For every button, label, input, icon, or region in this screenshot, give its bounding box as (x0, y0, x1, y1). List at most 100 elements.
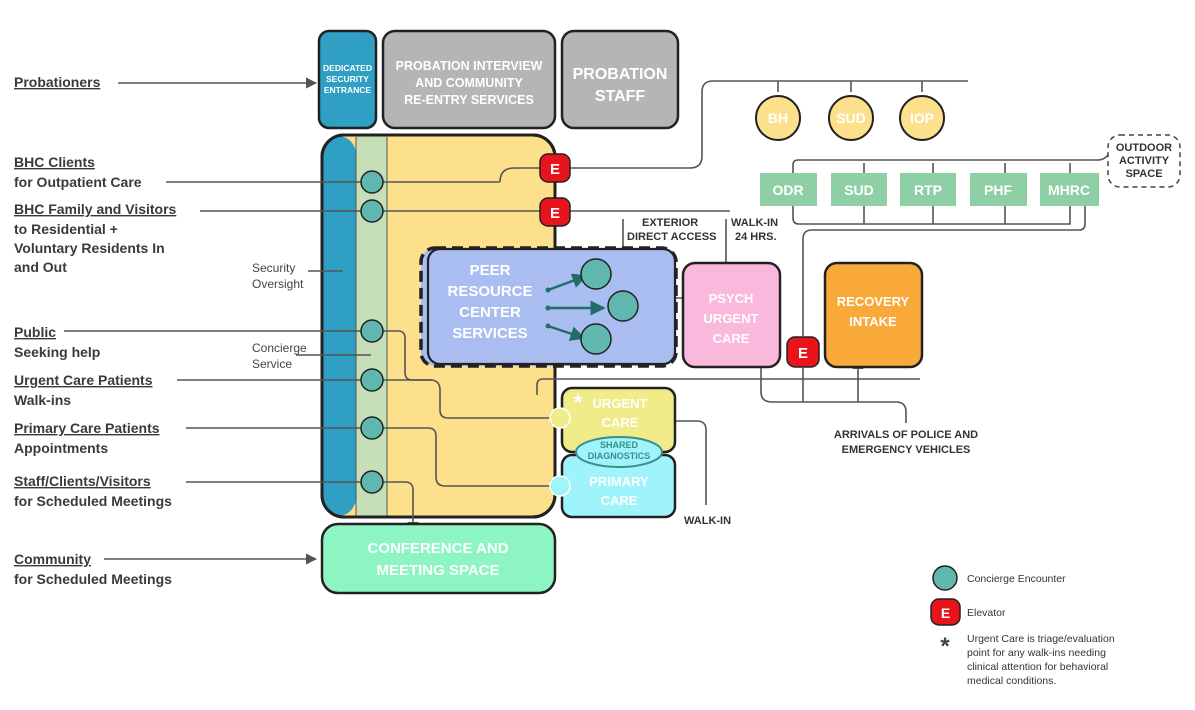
peer-label-3: CENTER (459, 304, 521, 321)
legend-asterisk-icon: * (940, 633, 950, 660)
peer-label-1: PEER (470, 262, 511, 279)
legend-elevator-icon (930, 598, 961, 626)
urgent-patients-sub: Walk-ins (14, 392, 71, 408)
elevator-3: E (786, 336, 820, 368)
elevator-1: E (539, 153, 571, 183)
walk-in-24-label-1: WALK-IN (731, 217, 778, 229)
security-entrance-box: DEDICATED SECURITY ENTRANCE (317, 29, 378, 130)
bhc-family-sub-1: to Residential + (14, 221, 118, 237)
outdoor-label-1: OUTDOOR (1116, 142, 1172, 154)
outdoor-activity-space: OUTDOOR ACTIVITY SPACE (1107, 134, 1181, 188)
sud-box-label: SUD (844, 182, 874, 198)
legend: Concierge Encounter E Elevator * Urgent … (930, 565, 1115, 687)
arrivals-label-1: ARRIVALS OF POLICE AND (834, 429, 978, 441)
green-box-phf: PHF (970, 173, 1027, 206)
legend-note-2: point for any walk-ins needing (967, 647, 1106, 659)
concierge-circles (360, 170, 384, 494)
odr-label: ODR (772, 182, 803, 198)
conference-label-1: CONFERENCE AND (367, 540, 508, 557)
staff-label: Staff/Clients/Visitors (14, 473, 151, 489)
psych-urgent-care-box: PSYCH URGENT CARE (681, 261, 782, 369)
outdoor-label-3: SPACE (1125, 168, 1162, 180)
elevator-2: E (539, 197, 571, 227)
bhc-family-sub-2: Voluntary Residents In (14, 240, 165, 256)
shared-label-2: DIAGNOSTICS (588, 451, 651, 461)
conference-label-2: MEETING SPACE (376, 562, 499, 579)
primary-label-1: PRIMARY (589, 474, 649, 489)
sud-circle: SUD (828, 95, 874, 141)
probation-staff-label-2: STAFF (595, 88, 646, 105)
probation-staff-label-1: PROBATION (573, 66, 668, 83)
walk-in-label: WALK-IN (684, 515, 731, 527)
legend-concierge-icon (932, 565, 958, 591)
probation-staff-box: PROBATION STAFF (560, 29, 680, 130)
legend-note-4: medical conditions. (967, 675, 1056, 687)
community-sub: for Scheduled Meetings (14, 571, 172, 587)
staff-sub: for Scheduled Meetings (14, 493, 172, 509)
recovery-intake-box: RECOVERY INTAKE (823, 261, 924, 369)
rtp-label: RTP (914, 182, 942, 198)
primary-care-box: PRIMARY CARE (560, 453, 677, 519)
primary-patients-label: Primary Care Patients (14, 420, 160, 436)
urgent-door-marker (549, 407, 571, 429)
concierge-label-2: Service (252, 357, 292, 371)
peer-resource-center: PEER RESOURCE CENTER SERVICES (419, 246, 678, 368)
security-entrance-label-1: DEDICATED (323, 63, 372, 73)
concierge-label-1: Concierge (252, 341, 307, 355)
mhrc-label: MHRC (1048, 182, 1090, 198)
urgent-asterisk: * (574, 390, 583, 415)
left-labels: Probationers BHC Clients for Outpatient … (14, 74, 177, 587)
green-box-rtp: RTP (900, 173, 956, 206)
elevator-1-letter: E (550, 161, 560, 178)
elevator-3-letter: E (798, 345, 808, 362)
primary-patients-sub: Appointments (14, 440, 108, 456)
shared-diagnostics: SHARED DIAGNOSTICS (575, 436, 663, 468)
green-box-odr: ODR (760, 173, 817, 206)
community-label: Community (14, 551, 91, 567)
primary-door-marker (549, 475, 571, 497)
iop-circle: IOP (899, 95, 945, 141)
primary-label-2: CARE (601, 493, 638, 508)
probationers-label: Probationers (14, 74, 101, 90)
urgent-care-box: URGENT CARE * (560, 386, 677, 454)
urgent-patients-label: Urgent Care Patients (14, 372, 153, 388)
security-entrance-label-2: SECURITY (326, 74, 369, 84)
peer-label-4: SERVICES (452, 325, 528, 342)
bhc-family-label: BHC Family and Visitors (14, 201, 177, 217)
outdoor-label-2: ACTIVITY (1119, 155, 1170, 167)
legend-concierge-text: Concierge Encounter (967, 573, 1066, 585)
shared-label-1: SHARED (600, 440, 639, 450)
bhc-family-sub-3: and Out (14, 259, 67, 275)
green-box-sud: SUD (831, 173, 887, 206)
psych-label-2: URGENT (704, 311, 759, 326)
conference-box: CONFERENCE AND MEETING SPACE (320, 522, 557, 595)
walk-in-24-label-2: 24 HRS. (735, 231, 777, 243)
bhc-clients-label: BHC Clients (14, 154, 95, 170)
urgent-label-1: URGENT (593, 396, 648, 411)
probation-interview-box: PROBATION INTERVIEW AND COMMUNITY RE-ENT… (381, 29, 557, 130)
probation-interview-label-1: PROBATION INTERVIEW (396, 59, 543, 73)
phf-label: PHF (984, 182, 1012, 198)
bhc-clients-sub: for Outpatient Care (14, 174, 142, 190)
recovery-label-1: RECOVERY (837, 294, 910, 309)
probation-interview-label-2: AND COMMUNITY (415, 76, 523, 90)
urgent-label-2: CARE (602, 415, 639, 430)
public-label: Public (14, 324, 56, 340)
psych-label-1: PSYCH (709, 291, 754, 306)
elevator-2-letter: E (550, 205, 560, 222)
connector-lines (64, 77, 1109, 565)
security-label-2: Oversight (252, 277, 304, 291)
exterior-label-2: DIRECT ACCESS (627, 231, 716, 243)
green-box-mhrc: MHRC (1040, 173, 1099, 206)
sud-circle-label: SUD (836, 110, 866, 126)
bh-label: BH (768, 110, 788, 126)
probation-interview-label-3: RE-ENTRY SERVICES (404, 93, 534, 107)
security-label-1: Security (252, 261, 295, 275)
iop-label: IOP (910, 110, 934, 126)
legend-elevator-letter: E (941, 605, 950, 621)
legend-elevator-text: Elevator (967, 607, 1006, 619)
legend-note-3: clinical attention for behavioral (967, 661, 1108, 673)
legend-note-1: Urgent Care is triage/evaluation (967, 633, 1115, 645)
arrivals-label-2: EMERGENCY VEHICLES (842, 444, 971, 456)
